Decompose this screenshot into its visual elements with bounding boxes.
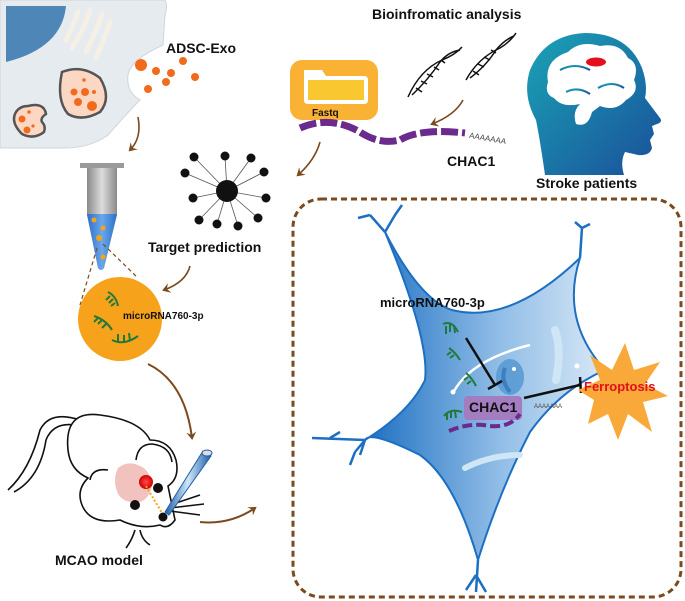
injection-pipette <box>164 449 213 516</box>
nucleus-shape <box>6 6 66 62</box>
exosome-dots <box>135 57 199 93</box>
arrow-target-to-mirna <box>162 265 191 293</box>
label-fastq: Fastq <box>312 108 339 119</box>
mirna-circle <box>78 277 162 361</box>
injection-path <box>145 485 163 514</box>
inhibition-arrows <box>464 337 583 400</box>
endosome <box>12 103 48 138</box>
multivesicular-body <box>58 67 108 119</box>
adsc-cell <box>0 0 167 149</box>
arrow-mirna-to-mouse <box>147 363 197 440</box>
neuron-cell <box>311 204 607 593</box>
chac1-protein-box <box>464 396 522 420</box>
mcao-mouse <box>7 413 205 549</box>
label-target-prediction: Target prediction <box>148 239 262 255</box>
lesion-marker <box>586 57 606 67</box>
arrow-mouse-to-cell <box>199 506 257 524</box>
ferroptosis-burst <box>578 343 668 440</box>
arrow-cell-to-tube <box>128 116 140 152</box>
mouse-brain <box>115 463 153 503</box>
label-cell-mirna: microRNA760-3p <box>380 295 485 310</box>
network-graph <box>180 151 271 231</box>
fastq-folder-icon <box>290 60 378 120</box>
zoom-lines <box>79 243 139 306</box>
eppendorf-tube <box>80 163 124 270</box>
chac1-mrna <box>298 118 466 145</box>
label-chac1: CHAC1 <box>447 153 496 169</box>
golgi-shape <box>63 7 113 61</box>
label-adsc-exo: ADSC-Exo <box>166 40 237 56</box>
mechanism-frame <box>291 197 683 599</box>
label-mirna-circle: microRNA760-3p <box>123 311 204 322</box>
label-stroke-patients: Stroke patients <box>536 175 638 191</box>
label-ferroptosis: Ferroptosis <box>584 379 656 394</box>
label-cell-chac1: CHAC1 <box>469 399 518 415</box>
label-mcao-model: MCAO model <box>55 552 143 568</box>
label-cell-polya: AAAAAAA <box>534 404 563 410</box>
dna-helix-icons <box>407 32 517 98</box>
cell-mirna-icons <box>442 322 477 420</box>
arrow-mrna-to-network <box>296 141 321 177</box>
arrow-dna-to-mrna <box>430 99 464 127</box>
label-bioinformatic-analysis: Bioinfromatic analysis <box>372 6 522 22</box>
stroke-patient-head-icon <box>527 33 661 175</box>
